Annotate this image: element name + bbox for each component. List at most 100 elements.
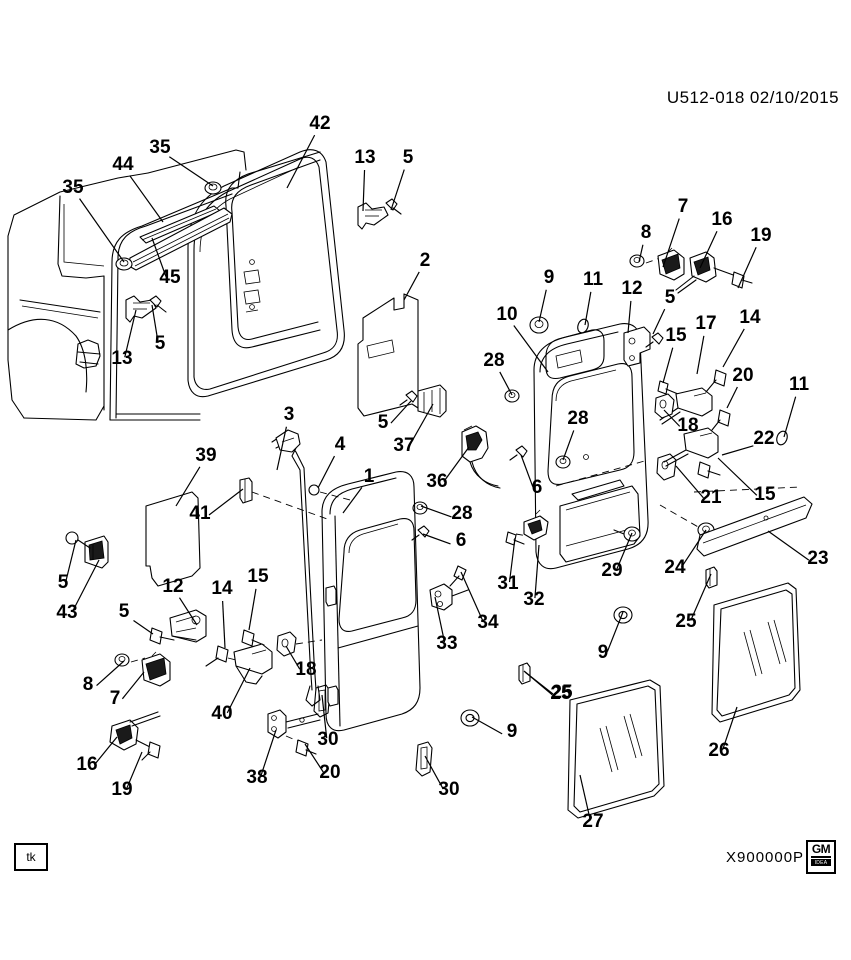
callout-number: 19	[750, 225, 771, 246]
callout-number: 11	[583, 269, 604, 290]
callout-leader	[722, 706, 738, 750]
callout-number: 32	[523, 589, 544, 610]
callout-25: 25	[524, 671, 573, 703]
callout-number: 5	[665, 287, 676, 308]
callout-number: 18	[295, 659, 316, 680]
callout-number: 5	[378, 412, 389, 433]
callout-number: 17	[695, 313, 716, 334]
callout-leader	[722, 328, 745, 368]
callout-leader	[652, 308, 666, 335]
callout-8: 8	[83, 660, 125, 695]
callout-5: 5	[119, 601, 154, 635]
callout-number: 30	[317, 729, 338, 750]
callout-leader	[579, 774, 591, 821]
part-5-bolt-left	[149, 295, 167, 313]
part-22-hinge-lower	[663, 427, 719, 467]
part-14-bolt-left	[205, 645, 229, 667]
part-3-rod	[271, 429, 321, 707]
part-28-grommet	[412, 389, 571, 515]
callout-number: 40	[211, 703, 232, 724]
part-30-plug	[313, 684, 433, 777]
part-41-clip	[239, 477, 331, 521]
callout-23: 23	[767, 530, 829, 569]
callout-number: 9	[507, 721, 518, 742]
callout-16: 16	[76, 736, 118, 775]
callout-leader	[317, 455, 336, 489]
callout-number: 9	[544, 267, 555, 288]
callout-number: 6	[532, 477, 543, 498]
callout-26: 26	[708, 706, 738, 761]
callout-19: 19	[111, 751, 143, 800]
part-6-screw	[411, 445, 528, 541]
callout-9: 9	[471, 716, 518, 742]
callout-number: 20	[732, 365, 753, 386]
callout-number: 37	[393, 435, 414, 456]
callout-leader	[422, 533, 451, 545]
callout-leader	[513, 325, 549, 373]
part-23-trim-strip	[693, 486, 813, 557]
part-18-bumper	[654, 393, 677, 481]
callout-leader	[721, 445, 754, 456]
callout-number: 24	[664, 557, 686, 578]
callout-40: 40	[211, 667, 251, 724]
callout-34: 34	[460, 571, 499, 633]
callout-leader	[175, 466, 201, 507]
part-8-nut-upper	[629, 254, 645, 268]
callout-leader	[737, 247, 757, 289]
part-35-grommet	[115, 181, 222, 271]
callout-leader	[434, 596, 446, 643]
callout-leader	[178, 597, 198, 626]
callout-15: 15	[247, 566, 269, 631]
callout-leader	[675, 465, 704, 499]
callout-15: 15	[662, 325, 687, 384]
callout-number: 2	[420, 250, 431, 271]
part-16-hinge-left	[109, 711, 161, 751]
callout-number: 1	[364, 466, 375, 487]
callout-leader	[151, 304, 159, 343]
callout-8: 8	[638, 222, 652, 263]
callout-41: 41	[189, 488, 244, 524]
callout-28: 28	[420, 503, 473, 524]
initials-label: tk	[26, 850, 36, 864]
part-20-bolt	[711, 409, 731, 431]
callout-leader	[534, 544, 540, 599]
part-5-bolt-cover	[399, 390, 418, 406]
gm-logo: GM IDEA	[806, 840, 836, 874]
callout-number: 28	[567, 408, 588, 429]
callout-number: 15	[247, 566, 269, 587]
part-15-bolt-left	[241, 629, 265, 647]
callout-number: 27	[582, 811, 603, 832]
part-12-hinge-left	[169, 609, 207, 643]
callout-number: 35	[62, 177, 84, 198]
part-7-check-link-upper	[645, 247, 685, 281]
drawing-code: U512-018 02/10/2015	[666, 88, 839, 107]
part-32-check-link	[515, 509, 549, 541]
callout-12: 12	[621, 278, 643, 334]
callout-leader	[208, 488, 244, 516]
callout-number: 5	[119, 601, 130, 622]
callout-leader	[260, 729, 277, 777]
callout-number: 45	[159, 267, 181, 288]
callout-leader	[524, 671, 554, 695]
callout-leader	[680, 529, 707, 568]
callout-number: 10	[496, 304, 517, 325]
callout-leader	[151, 237, 167, 277]
callout-18: 18	[285, 645, 317, 680]
callout-number: 16	[711, 209, 732, 230]
initials-box: tk	[14, 843, 48, 871]
callout-number: 20	[319, 762, 340, 783]
callout-number: 12	[621, 278, 642, 299]
callout-leader	[783, 396, 797, 438]
part-19-bolt-upper	[731, 271, 753, 289]
part-37-latch-cover	[417, 384, 447, 418]
callout-number: 13	[111, 348, 132, 369]
callout-9: 9	[598, 611, 624, 663]
callout-leader	[129, 175, 164, 223]
callout-44: 44	[112, 154, 164, 223]
callout-number: 3	[284, 404, 295, 425]
callout-number: 8	[641, 222, 652, 243]
callout-leader	[409, 403, 434, 446]
callout-27: 27	[579, 774, 604, 832]
callout-leader	[690, 573, 712, 621]
callout-number: 42	[309, 113, 330, 134]
